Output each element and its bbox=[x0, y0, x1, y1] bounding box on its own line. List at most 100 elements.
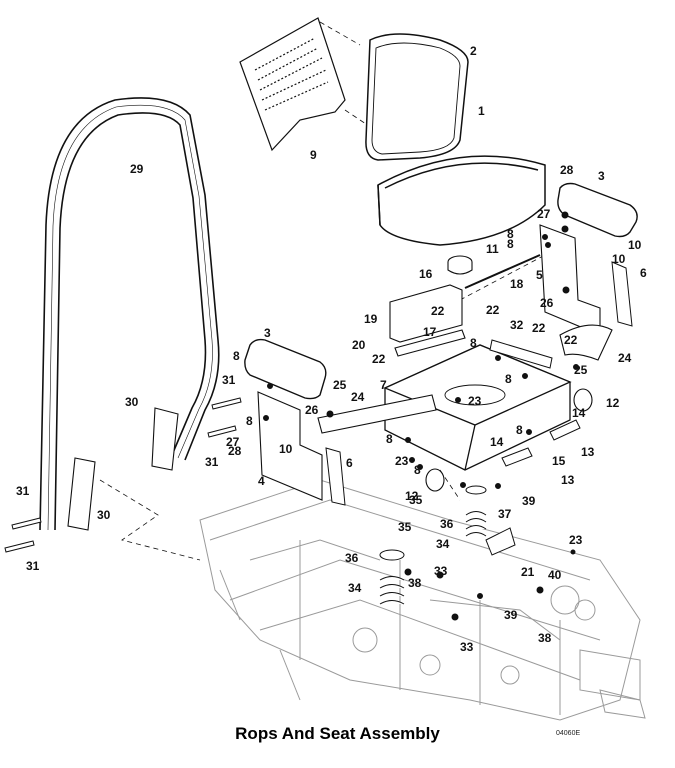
part-label-33: 33 bbox=[460, 640, 474, 654]
part-label-23: 23 bbox=[468, 394, 482, 408]
seat-back bbox=[365, 33, 469, 161]
part-label-7: 7 bbox=[380, 378, 387, 392]
part-label-39: 39 bbox=[522, 494, 536, 508]
hardware bbox=[263, 211, 579, 621]
bar bbox=[489, 339, 553, 369]
part-label-38: 38 bbox=[538, 631, 552, 645]
drawing-code: 04060E bbox=[556, 730, 581, 737]
part-label-4: 4 bbox=[258, 474, 265, 488]
part-label-3: 3 bbox=[264, 326, 271, 340]
part-label-22: 22 bbox=[372, 352, 386, 366]
part-label-9: 9 bbox=[310, 148, 317, 162]
part-label-34: 34 bbox=[436, 537, 450, 551]
bolts bbox=[4, 397, 242, 553]
bumpers bbox=[425, 388, 593, 492]
part-label-1: 1 bbox=[478, 104, 485, 118]
part-label-10: 10 bbox=[612, 252, 626, 266]
part-label-31: 31 bbox=[222, 373, 236, 387]
part-label-21: 21 bbox=[521, 565, 535, 579]
part-label-27: 27 bbox=[537, 207, 551, 221]
part-label-18: 18 bbox=[510, 277, 524, 291]
part-label-8: 8 bbox=[470, 336, 477, 350]
part-label-24: 24 bbox=[618, 351, 632, 365]
part-label-30: 30 bbox=[97, 508, 111, 522]
seat-pan bbox=[239, 17, 346, 152]
pins bbox=[501, 419, 581, 467]
part-labels: 1233456678888888889101010111212131314141… bbox=[16, 44, 647, 654]
part-label-35: 35 bbox=[398, 520, 412, 534]
part-label-10: 10 bbox=[628, 238, 642, 252]
part-label-38: 38 bbox=[408, 576, 422, 590]
armrests bbox=[244, 182, 638, 400]
part-label-25: 25 bbox=[574, 363, 588, 377]
part-label-40: 40 bbox=[548, 568, 562, 582]
part-label-12: 12 bbox=[606, 396, 620, 410]
springs bbox=[379, 485, 516, 605]
part-label-27: 27 bbox=[226, 435, 240, 449]
part-label-35: 35 bbox=[409, 493, 423, 507]
part-label-26: 26 bbox=[540, 296, 554, 310]
part-label-31: 31 bbox=[205, 455, 219, 469]
part-label-20: 20 bbox=[352, 338, 366, 352]
diagram-title: Rops And Seat Assembly bbox=[235, 724, 440, 743]
part-label-31: 31 bbox=[16, 484, 30, 498]
part-label-14: 14 bbox=[572, 406, 586, 420]
part-label-24: 24 bbox=[351, 390, 365, 404]
part-label-8: 8 bbox=[386, 432, 393, 446]
part-label-8: 8 bbox=[516, 423, 523, 437]
latch-bracket bbox=[389, 284, 466, 357]
mower-frame bbox=[199, 479, 646, 721]
part-label-22: 22 bbox=[431, 304, 445, 318]
side-plates bbox=[325, 261, 633, 506]
part-label-23: 23 bbox=[569, 533, 583, 547]
part-label-13: 13 bbox=[561, 473, 575, 487]
part-label-11: 11 bbox=[486, 242, 499, 256]
rops-bar bbox=[39, 97, 220, 531]
part-label-3: 3 bbox=[598, 169, 605, 183]
part-label-39: 39 bbox=[504, 608, 518, 622]
part-label-23: 23 bbox=[395, 454, 409, 468]
part-label-26: 26 bbox=[305, 403, 319, 417]
knob bbox=[447, 255, 473, 275]
part-label-6: 6 bbox=[640, 266, 647, 280]
part-label-12: 12 bbox=[405, 489, 419, 503]
part-label-10: 10 bbox=[279, 442, 293, 456]
part-label-29: 29 bbox=[130, 162, 144, 176]
part-label-15: 15 bbox=[552, 454, 566, 468]
part-label-36: 36 bbox=[345, 551, 359, 565]
rod bbox=[464, 254, 541, 289]
part-label-8: 8 bbox=[233, 349, 240, 363]
part-label-22: 22 bbox=[564, 333, 578, 347]
part-label-28: 28 bbox=[560, 163, 574, 177]
part-label-22: 22 bbox=[532, 321, 546, 335]
part-label-36: 36 bbox=[440, 517, 454, 531]
part-label-22: 22 bbox=[486, 303, 500, 317]
rops-brackets bbox=[67, 407, 179, 531]
part-label-16: 16 bbox=[419, 267, 433, 281]
part-label-8: 8 bbox=[246, 414, 253, 428]
part-label-28: 28 bbox=[228, 444, 242, 458]
seat-cushion bbox=[377, 155, 546, 246]
part-label-34: 34 bbox=[348, 581, 362, 595]
part-label-30: 30 bbox=[125, 395, 139, 409]
armrest-brackets bbox=[257, 224, 601, 501]
part-label-37: 37 bbox=[498, 507, 512, 521]
part-label-8: 8 bbox=[505, 372, 512, 386]
part-label-8: 8 bbox=[414, 463, 421, 477]
part-label-2: 2 bbox=[470, 44, 477, 58]
part-label-13: 13 bbox=[581, 445, 595, 459]
part-label-25: 25 bbox=[333, 378, 347, 392]
part-label-31: 31 bbox=[26, 559, 40, 573]
part-label-19: 19 bbox=[364, 312, 378, 326]
part-label-33: 33 bbox=[434, 564, 448, 578]
part-label-14: 14 bbox=[490, 435, 504, 449]
part-label-8: 8 bbox=[507, 237, 514, 251]
part-label-6: 6 bbox=[346, 456, 353, 470]
part-label-32: 32 bbox=[510, 318, 524, 332]
seat-tracks bbox=[317, 324, 613, 434]
part-label-8: 8 bbox=[507, 227, 514, 241]
part-label-17: 17 bbox=[423, 325, 437, 339]
part-label-5: 5 bbox=[536, 268, 543, 282]
